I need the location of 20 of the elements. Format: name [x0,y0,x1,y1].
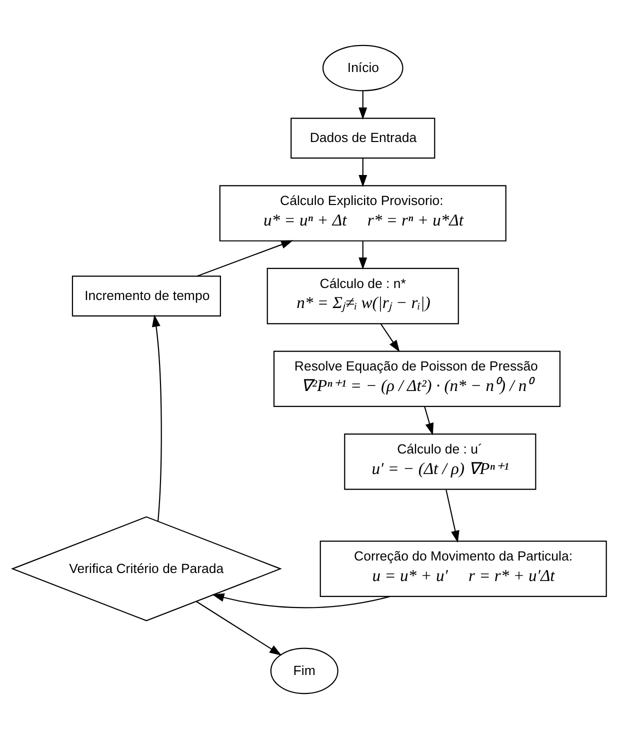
node-box: Cálculo Explicito Provisorio: u* = uⁿ + Δt r* = rⁿ + u*Δt [219,184,506,241]
arrow [196,240,294,276]
node-ellipse: Fim [270,647,338,694]
node-box: Incremento de tempo [72,275,221,316]
arrow [212,592,390,608]
node-ellipse: Início [322,44,404,91]
arrow [152,314,162,521]
arrow [358,240,368,270]
node-box: Dados de Entrada [290,117,436,158]
node-diamond: Verifica Critério de Parada [10,516,282,621]
arrow [358,90,368,120]
arrow [358,158,368,187]
node-box: Cálculo de : n* n* = Σⱼ≠ᵢ w(|rⱼ − rᵢ|) [266,267,459,324]
node-box: Cálculo de : u´ u′ = − (Δt / ρ) ∇Pⁿ⁺¹ [344,433,536,490]
arrow [380,323,400,352]
node-box: Resolve Equação de Poisson de Pressão ∇²Pⁿ⁺¹ = − (ρ / Δt²) · (n* − n⁰) / n⁰ [273,350,561,407]
arrow [196,600,282,655]
arrow [424,406,434,435]
arrow [446,489,460,542]
node-box: Correção do Movimento da Particula: u = u* + u′ r = r* + u′Δt [320,540,607,596]
